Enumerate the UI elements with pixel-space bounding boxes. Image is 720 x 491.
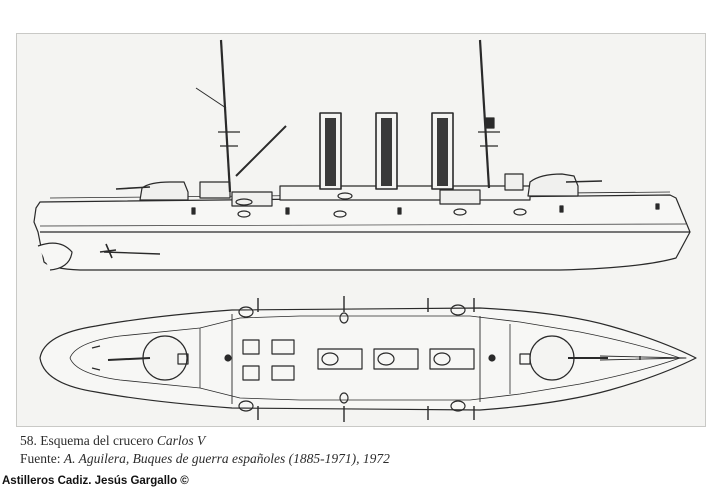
caption-source-text: A. Aguilera, Buques de guerra españoles … [63,451,390,466]
figure-caption: 58. Esquema del crucero Carlos V Fuente:… [20,432,390,468]
side-profile [33,39,691,271]
plan-view [39,296,697,422]
caption-source: Fuente: A. Aguilera, Buques de guerra es… [20,450,390,468]
caption-source-label: Fuente: [20,451,64,466]
funnels [319,112,454,190]
image-credit: Astilleros Cadiz. Jesús Gargallo © [2,475,189,487]
caption-title-prefix: 58. Esquema del crucero [20,433,157,448]
caption-title: 58. Esquema del crucero Carlos V [20,432,390,450]
caption-ship-name: Carlos V [156,433,206,448]
